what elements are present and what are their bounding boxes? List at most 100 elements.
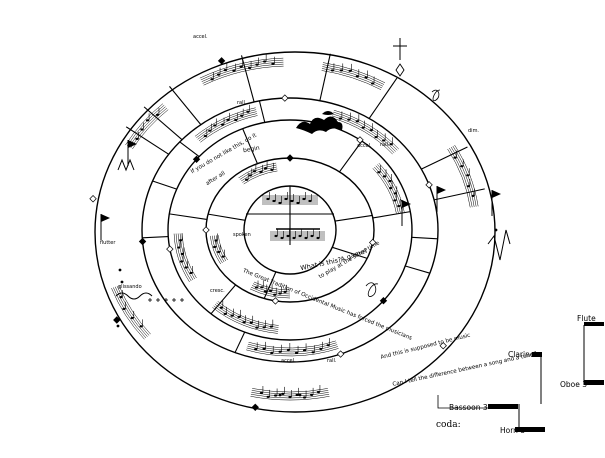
diamond-marker-9 bbox=[192, 155, 201, 163]
staff-right-line-0 bbox=[454, 144, 479, 207]
staff-ring2-left-line-0 bbox=[194, 107, 256, 137]
curl-2 bbox=[365, 282, 379, 297]
cloud-graphic bbox=[296, 116, 343, 134]
concentric-rings bbox=[94, 51, 496, 413]
music-staves bbox=[111, 57, 479, 401]
center-b-note-7 bbox=[316, 236, 320, 240]
ring4-top-note-3 bbox=[259, 170, 263, 174]
staff-bottom-line-4 bbox=[252, 388, 328, 393]
ring3-bottom-note-1 bbox=[262, 326, 266, 329]
staff-upper-left-line-4 bbox=[132, 109, 169, 150]
diamond-marker-7 bbox=[336, 350, 345, 358]
staff-ring4-left-line-4 bbox=[218, 235, 228, 261]
ring4-bottom-note-6 bbox=[254, 286, 259, 289]
bottom-note-6 bbox=[273, 394, 278, 397]
divider-4 bbox=[319, 53, 331, 101]
staff-top-line-3 bbox=[202, 63, 284, 84]
divider-21 bbox=[334, 214, 373, 222]
ring3-left-note-5 bbox=[179, 239, 183, 242]
ring3-bottom-note-3 bbox=[249, 321, 253, 324]
ring2-bottom-note-3 bbox=[302, 349, 307, 352]
diamond-marker-14 bbox=[369, 238, 377, 247]
divider-16 bbox=[339, 140, 363, 173]
diamond-marker-4 bbox=[439, 342, 447, 350]
staff-ring3-right-line-4 bbox=[372, 168, 397, 214]
staff-bottom-line-0 bbox=[250, 396, 330, 401]
left-note-2 bbox=[122, 307, 126, 310]
staff-ring3-left-line-3 bbox=[179, 233, 195, 280]
left-note-3 bbox=[119, 296, 123, 299]
ring4-top-note-1 bbox=[248, 174, 252, 177]
ring3-bottom-note-6 bbox=[230, 314, 234, 317]
bottom-note-3 bbox=[295, 393, 299, 396]
ring2-bottom-note-0 bbox=[326, 344, 330, 347]
ring2-right-note-4 bbox=[369, 129, 373, 132]
divider-9 bbox=[152, 180, 177, 190]
diamond-marker-5 bbox=[425, 181, 433, 189]
graphic-figures bbox=[100, 38, 511, 397]
diamond-marker-16 bbox=[271, 297, 280, 305]
right-note-2 bbox=[466, 174, 470, 177]
top-right-note-5 bbox=[370, 82, 375, 85]
staff-ring4-left-line-1 bbox=[212, 235, 223, 264]
ring4-bottom-note-5 bbox=[260, 286, 264, 289]
top-note-3 bbox=[232, 69, 236, 72]
diamond-marker-10 bbox=[166, 245, 174, 253]
staff-ring3-right-line-0 bbox=[378, 162, 405, 212]
staff-left-line-2 bbox=[114, 286, 148, 337]
clarinet-label: Clarinet bbox=[508, 350, 538, 359]
ring2-bottom-note-6 bbox=[278, 350, 282, 353]
divider-10 bbox=[142, 235, 169, 239]
top-note-6 bbox=[255, 63, 259, 66]
ring2-right-note-2 bbox=[355, 120, 359, 123]
center-b-note-5 bbox=[304, 236, 308, 240]
top-right-note-1 bbox=[339, 69, 343, 72]
ring3-right-note-1 bbox=[382, 175, 387, 178]
flute-label: Flute bbox=[577, 314, 596, 323]
top-note-1 bbox=[216, 73, 221, 76]
ring3-right-note-0 bbox=[377, 171, 381, 174]
staff-top-right-line-0 bbox=[322, 62, 386, 83]
staff-upper-left-line-0 bbox=[125, 103, 164, 146]
diamond-marker-12 bbox=[356, 136, 364, 144]
ring3-right-note-5 bbox=[393, 199, 397, 202]
center-a-note-2 bbox=[278, 201, 282, 205]
zigzag-left bbox=[117, 158, 135, 172]
divider-5 bbox=[368, 77, 398, 119]
cloud-graphic-small bbox=[322, 111, 334, 115]
right-note-3 bbox=[466, 185, 470, 188]
center-a-note-7 bbox=[308, 199, 312, 203]
top-right-note-4 bbox=[364, 76, 368, 79]
ring3-left-note-4 bbox=[177, 246, 181, 249]
music-notes bbox=[119, 54, 475, 399]
cresc-label: cresc. bbox=[210, 288, 225, 294]
top-right-note-2 bbox=[348, 69, 352, 72]
ring4-top-note-2 bbox=[252, 170, 256, 173]
staff-ring4-top-line-0 bbox=[238, 162, 277, 179]
top-note-7 bbox=[263, 60, 267, 63]
divider-22 bbox=[332, 246, 368, 259]
staff-left-line-0 bbox=[111, 288, 145, 340]
glissando-label: glissando bbox=[118, 284, 142, 290]
dot-3 bbox=[120, 280, 124, 284]
diamond-marker-1 bbox=[113, 316, 121, 324]
curl-1 bbox=[431, 89, 441, 102]
left-note-1 bbox=[130, 316, 134, 320]
coda-bar-oboe bbox=[584, 380, 604, 385]
ring3-left-note-3 bbox=[180, 252, 184, 256]
ring4-bottom-note-2 bbox=[273, 293, 277, 296]
upper-left-note-0 bbox=[135, 137, 139, 140]
staff-ring3-left-line-4 bbox=[181, 233, 197, 279]
staff-ring2-right-line-2 bbox=[332, 113, 396, 152]
accel-label-2: accel. bbox=[357, 143, 372, 149]
squiggle-left bbox=[115, 292, 153, 300]
ring4-left-note-0 bbox=[221, 255, 225, 258]
ring2-left-note-3 bbox=[220, 123, 225, 126]
ring2-right-note-7 bbox=[389, 143, 393, 146]
staff-ring4-bottom-line-4 bbox=[253, 281, 291, 291]
ring2-left-note-6 bbox=[240, 114, 244, 117]
center-a-note-1 bbox=[272, 199, 276, 203]
diamond-marker-6 bbox=[138, 237, 147, 246]
left-note-0 bbox=[139, 325, 143, 328]
flag-3 bbox=[437, 186, 446, 194]
